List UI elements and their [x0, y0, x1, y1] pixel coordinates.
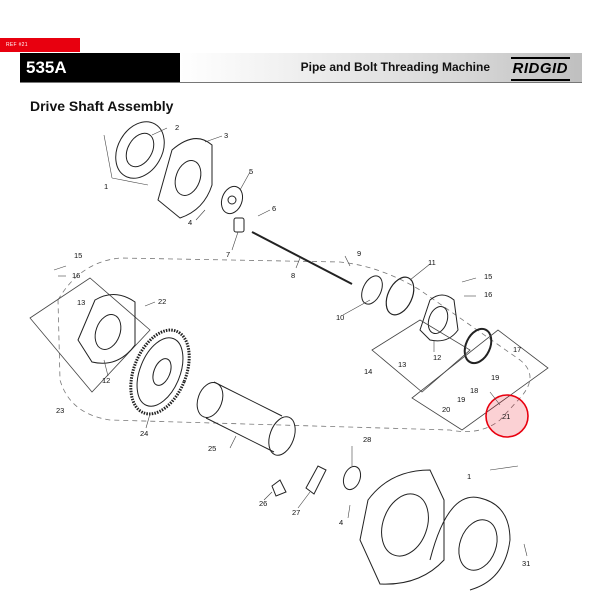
callout-19-a: 19 — [491, 373, 499, 382]
part-washer — [342, 465, 362, 491]
callout-17: 17 — [513, 345, 521, 354]
part-gasket — [115, 121, 165, 179]
callout-15-left: 15 — [74, 251, 82, 260]
callout-23: 23 — [56, 406, 64, 415]
callout-10: 10 — [336, 313, 344, 322]
callout-14: 14 — [364, 367, 372, 376]
group-box-right — [371, 319, 471, 393]
part-gear — [129, 328, 191, 416]
highlight-ring-21 — [485, 394, 529, 438]
callout-7: 7 — [226, 250, 230, 259]
brand-logo: RIDGID — [510, 57, 570, 81]
header-band: Pipe and Bolt Threading Machine RIDGID — [180, 53, 582, 82]
callout-24: 24 — [140, 429, 148, 438]
part-clip — [271, 479, 287, 497]
part-main-housing — [359, 469, 511, 591]
group-box-18 — [411, 329, 549, 431]
callout-4-bottom: 4 — [339, 518, 343, 527]
ref-tag: REF #21 — [0, 38, 80, 52]
assembly-outline — [57, 257, 531, 433]
callout-13-left: 13 — [77, 298, 85, 307]
callout-13-right: 13 — [398, 360, 406, 369]
callout-18: 18 — [470, 386, 478, 395]
callout-8: 8 — [291, 271, 295, 280]
callout-25: 25 — [208, 444, 216, 453]
part-cover — [157, 138, 213, 219]
part-ring — [361, 275, 383, 305]
callout-12-right: 12 — [433, 353, 441, 362]
section-title: Drive Shaft Assembly — [30, 98, 174, 114]
callout-16-right: 16 — [484, 290, 492, 299]
part-spindle-sleeve — [196, 381, 296, 456]
callout-16-left: 16 — [72, 271, 80, 280]
part-shaft — [251, 231, 353, 285]
part-plate — [220, 185, 244, 215]
callout-28: 28 — [363, 435, 371, 444]
callout-20: 20 — [442, 405, 450, 414]
header-bar: 535A Pipe and Bolt Threading Machine RID… — [20, 53, 582, 83]
model-number: 535A — [20, 53, 180, 82]
part-snap-ring — [385, 276, 415, 316]
part-bearing-housing-left — [77, 294, 136, 364]
callout-3: 3 — [224, 131, 228, 140]
part-lever — [305, 465, 327, 495]
callout-4: 4 — [188, 218, 192, 227]
part-plate-hole — [227, 195, 237, 205]
callout-1: 1 — [104, 182, 108, 191]
part-bearing-housing-right — [419, 294, 459, 342]
part-block — [233, 217, 245, 233]
callout-labels: 1 2 3 4 5 6 7 8 9 10 11 12 12 13 13 14 1… — [56, 123, 530, 568]
callout-9: 9 — [357, 249, 361, 258]
callout-26: 26 — [259, 499, 267, 508]
callout-1-bottom: 1 — [467, 472, 471, 481]
callout-11: 11 — [428, 258, 436, 267]
part-clamp-ring — [463, 327, 493, 365]
callout-27: 27 — [292, 508, 300, 517]
callout-22: 22 — [158, 297, 166, 306]
leader-lines — [53, 127, 528, 557]
callout-6: 6 — [272, 204, 276, 213]
leader-21 — [489, 391, 501, 406]
callout-5: 5 — [249, 167, 253, 176]
callout-2: 2 — [175, 123, 179, 132]
callout-12-left: 12 — [102, 376, 110, 385]
callout-19-b: 19 — [457, 395, 465, 404]
callout-15-right: 15 — [484, 272, 492, 281]
machine-title: Pipe and Bolt Threading Machine — [300, 60, 490, 74]
group-box-left — [29, 277, 151, 393]
callout-31: 31 — [522, 559, 530, 568]
callout-21: 21 — [502, 412, 510, 421]
